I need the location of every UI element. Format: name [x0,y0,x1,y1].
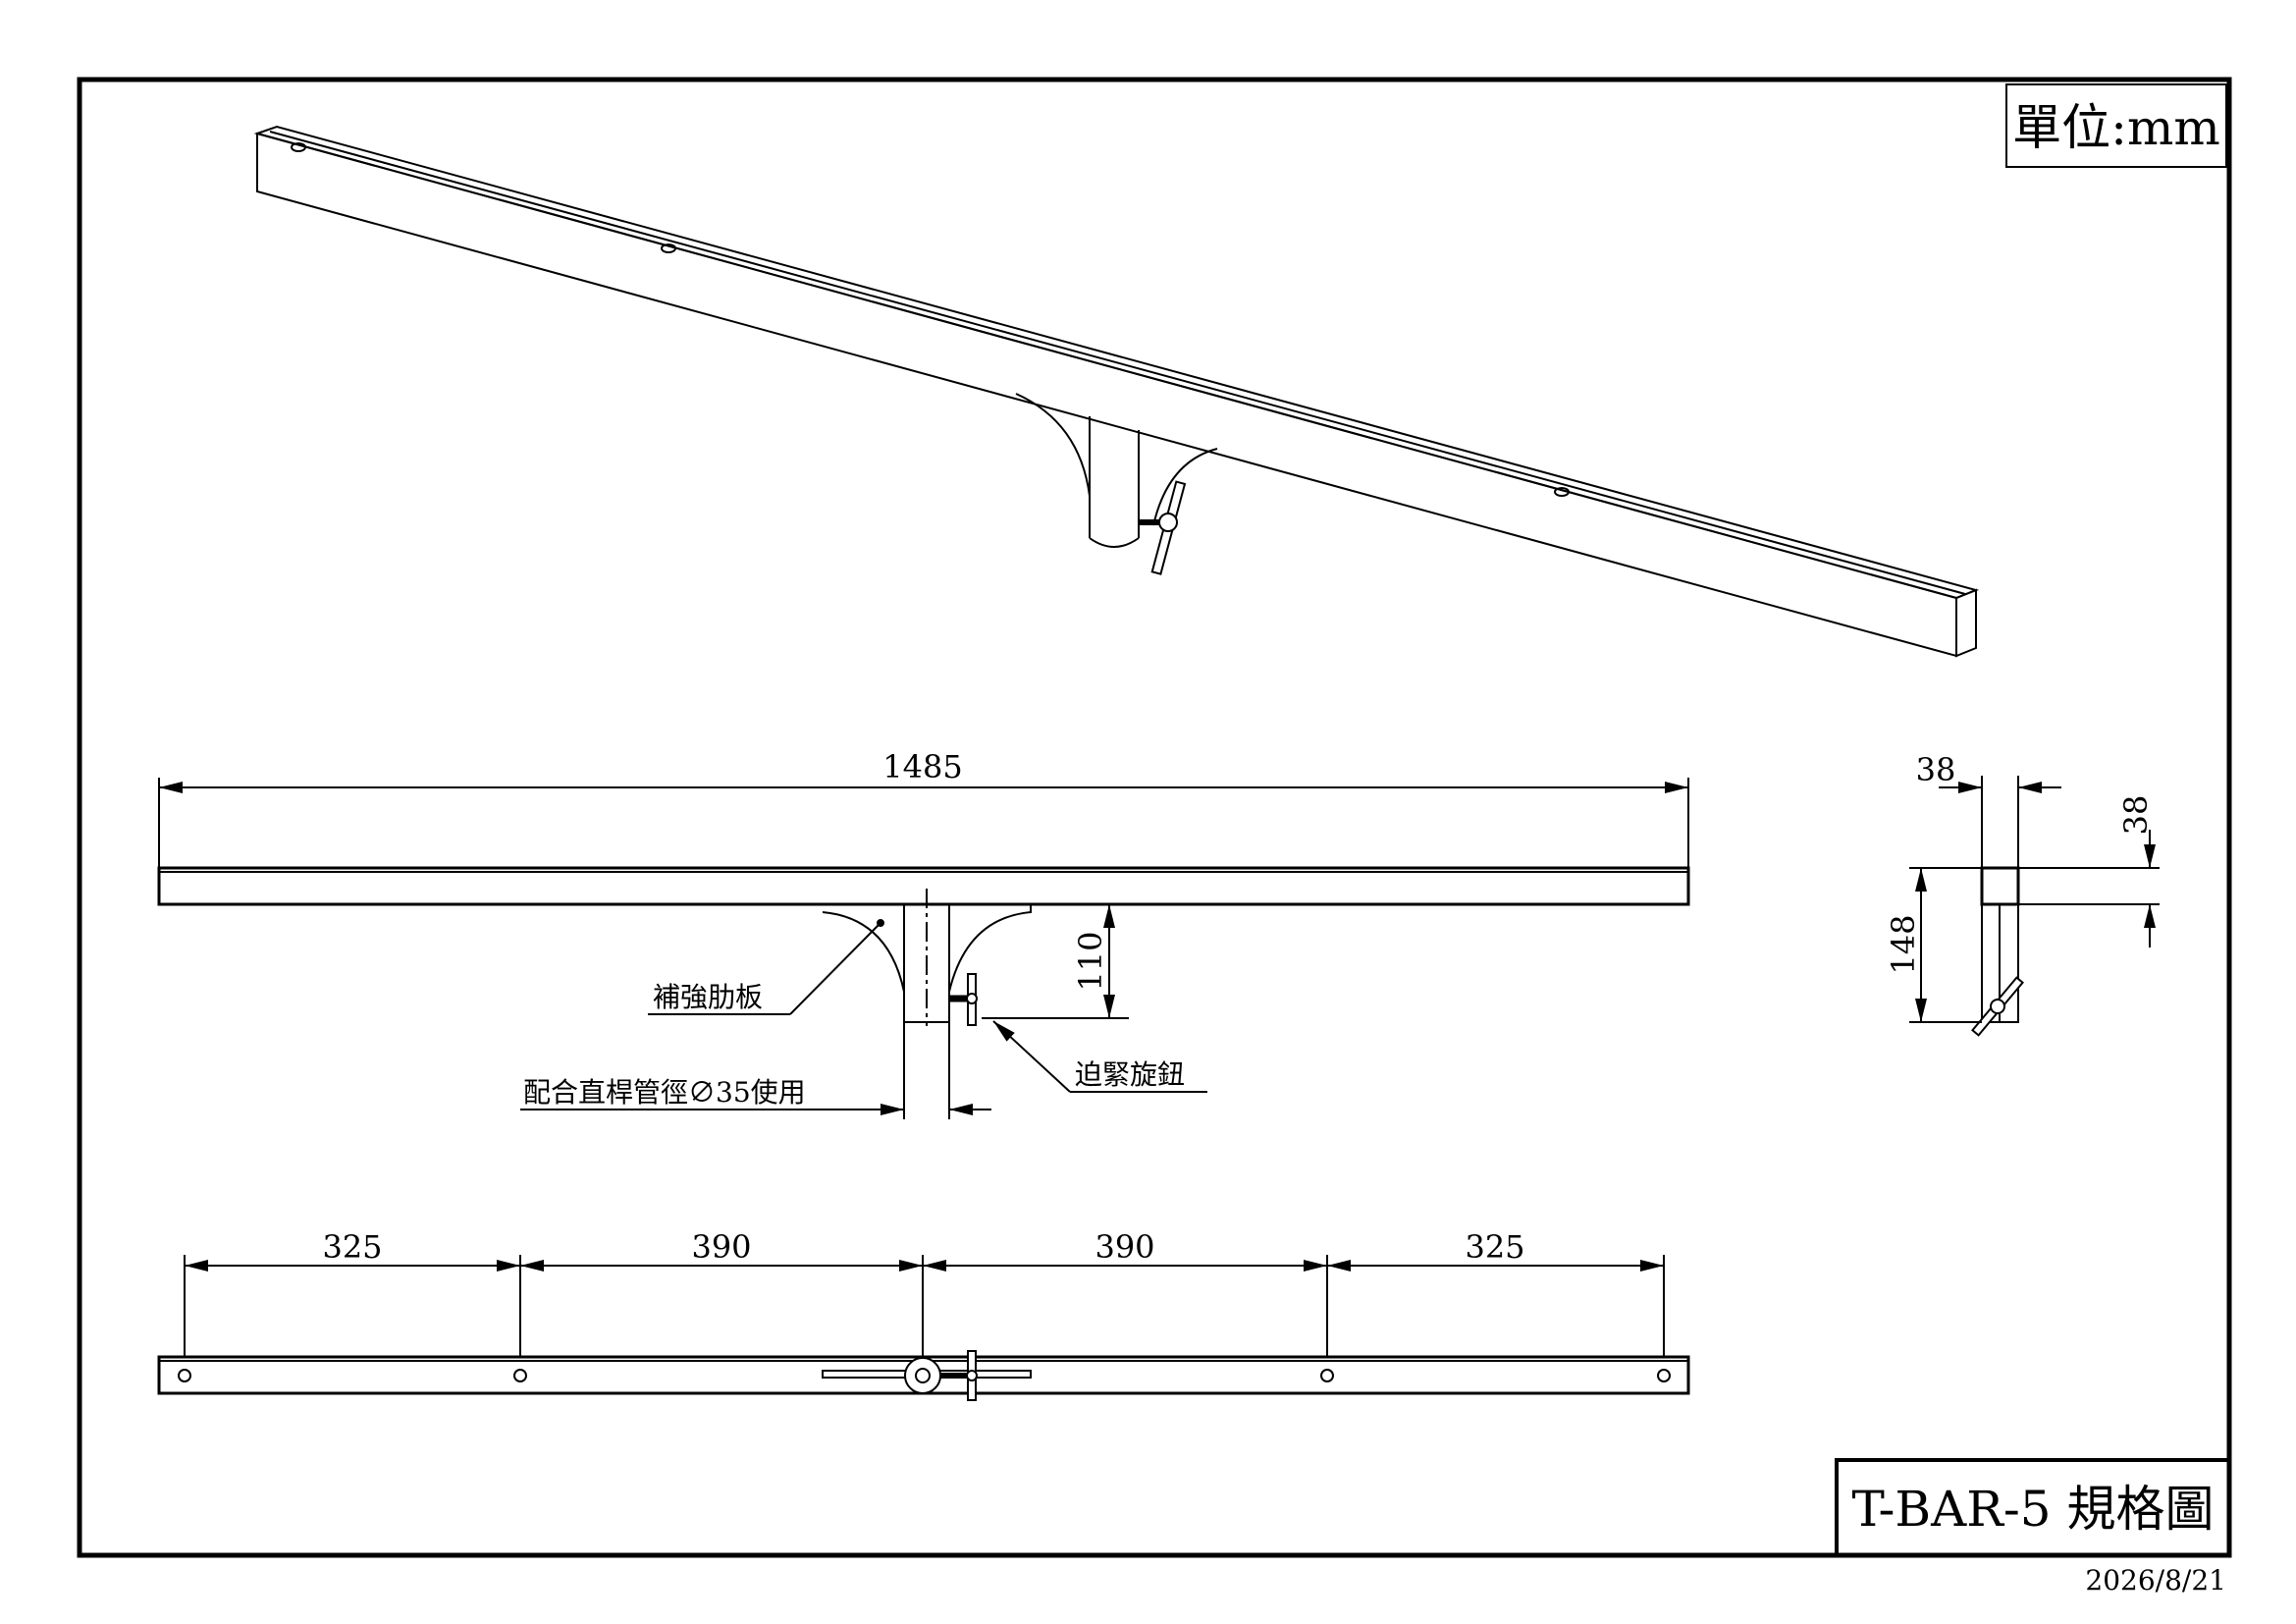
drawing-title: T-BAR-5 規格圖 [1852,1481,2215,1538]
title-block: T-BAR-5 規格圖 [1835,1458,2231,1557]
gusset-right [948,903,1032,993]
gusset-left [822,903,905,993]
gusset-label: 補強肋板 [653,981,763,1013]
drawing-border [77,77,2232,1558]
side-view [1909,776,2160,1037]
unit-box: 單位:mm [2005,83,2227,168]
tube-bottom [904,1357,941,1394]
knob-label: 迫緊旋鈕 [1075,1058,1185,1091]
tightening-knob-side [1971,976,2024,1037]
front-view-text: 1485 110 補強肋板 迫緊旋鈕 配合直桿管徑∅35使用 [523,748,1185,1109]
unit-label: 單位:mm [2012,99,2220,156]
bar-section [1980,866,2020,906]
front-view [157,778,1690,1119]
bar-front [157,866,1690,906]
mounting-hole [1657,1369,1671,1382]
dim-110: 110 [1072,931,1109,991]
mounting-hole [661,244,676,253]
dim-spacing-2: 390 [691,1228,751,1266]
side-view-text: 38 38 148 [1885,751,2155,975]
dim-spacing-4: 325 [1465,1228,1524,1266]
dim-38-height: 38 [2117,795,2155,836]
mounting-hole [513,1369,527,1382]
mounting-hole [1320,1369,1334,1382]
mounting-hole [291,142,306,152]
tightening-knob-front [949,973,978,1026]
bottom-view [157,1255,1690,1401]
isometric-view [253,125,1980,658]
drawing-date: 2026/8/21 [2085,1564,2226,1597]
mounting-hole [178,1369,191,1382]
dim-spacing-3: 390 [1095,1228,1154,1266]
dim-38-width: 38 [1916,751,1956,788]
dim-1485: 1485 [882,748,962,785]
tightening-knob-iso [1139,480,1187,575]
dim-spacing-1: 325 [322,1228,382,1266]
mounting-hole [1554,487,1570,497]
dim-148: 148 [1885,914,1922,974]
bottom-view-text: 325 390 390 325 [322,1228,1524,1266]
pipe-note: 配合直桿管徑∅35使用 [523,1076,806,1109]
